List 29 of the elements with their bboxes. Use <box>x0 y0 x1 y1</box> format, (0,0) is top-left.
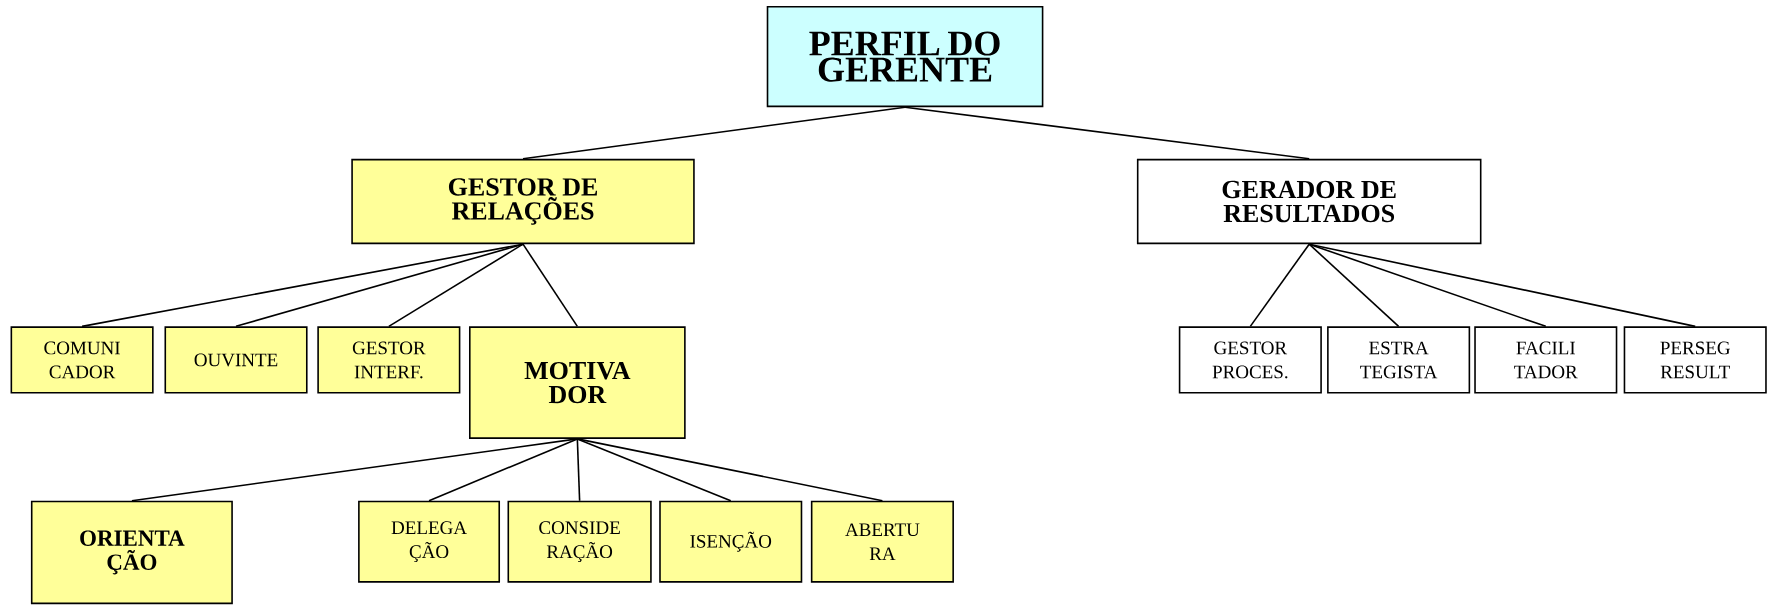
category-box: COMUNI CADOR <box>10 326 154 394</box>
category-box: ESTRA TEGISTA <box>1327 326 1471 394</box>
category-box: PERSEG RESULT <box>1623 326 1767 394</box>
title-box: PERFIL DO GERENTE <box>766 6 1044 108</box>
category-box: FACILI TADOR <box>1474 326 1618 394</box>
connector-line <box>1308 243 1696 328</box>
connector-line <box>576 438 732 502</box>
category-box: GESTOR DE RELAÇÕES <box>351 158 695 245</box>
connector-line <box>904 106 1310 160</box>
connector-line <box>522 106 906 160</box>
connector-line <box>388 243 524 328</box>
category-box: DELEGA ÇÃO <box>358 500 501 583</box>
connector-line <box>576 438 581 502</box>
connector-line <box>576 438 884 502</box>
connector-line <box>1308 243 1400 328</box>
category-box: GERADOR DE RESULTADOS <box>1136 158 1482 245</box>
category-box: OUVINTE <box>164 326 308 394</box>
category-box: ORIENTA ÇÃO <box>30 500 233 605</box>
category-box: MOTIVA DOR <box>469 326 686 439</box>
connector-line <box>235 243 524 328</box>
category-box: ISENÇÃO <box>659 500 803 583</box>
connector-line <box>522 243 579 328</box>
category-box: GESTOR PROCES. <box>1178 326 1322 394</box>
connector-line <box>1308 243 1547 328</box>
category-box: ABERTU RA <box>810 500 954 583</box>
connector-line <box>428 438 579 502</box>
category-box: GESTOR INTERF. <box>317 326 461 394</box>
connector-line <box>1249 243 1310 328</box>
category-box: CONSIDE RAÇÃO <box>507 500 652 583</box>
